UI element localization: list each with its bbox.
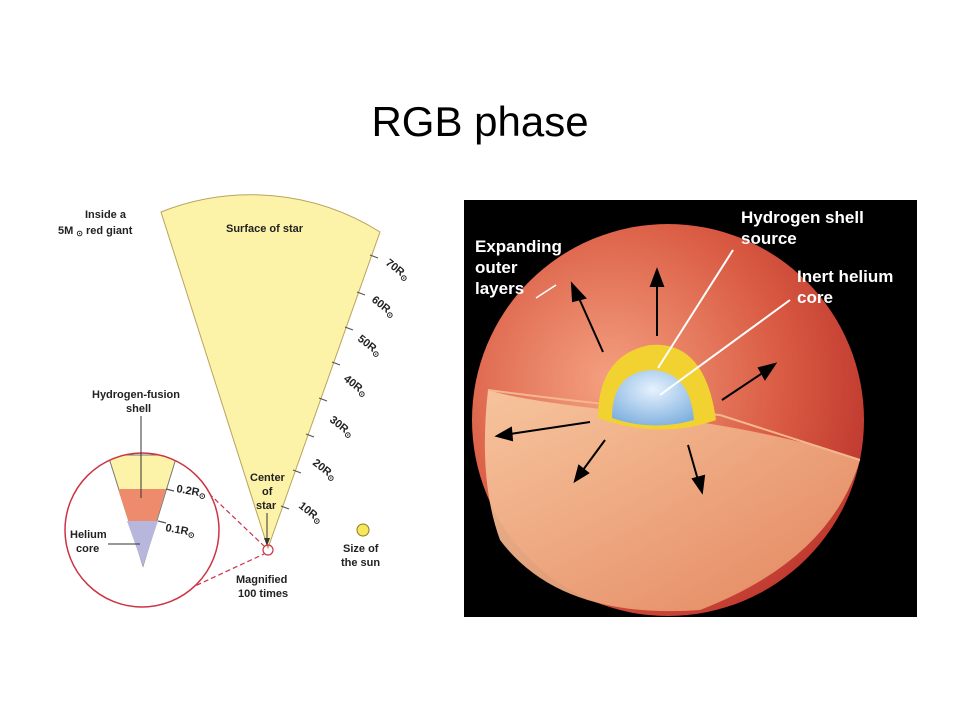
red-giant-cutaway: Hydrogen shell source Expanding outer la…	[464, 200, 917, 617]
helium-label-1: Helium	[70, 529, 107, 541]
expanding-label-3: layers	[475, 279, 524, 298]
slide-title: RGB phase	[371, 98, 589, 145]
red-giant-cross-section: Surface of star 70R⊙ 60R⊙ 50R⊙ 40R⊙ 30R⊙	[58, 194, 412, 608]
center-label-1: Center	[250, 472, 286, 484]
center-arrowhead	[264, 538, 270, 546]
magnified-line2: 100 times	[238, 588, 288, 600]
inset-label: 0.1R⊙	[164, 522, 196, 540]
radius-label: 70R⊙	[383, 257, 412, 284]
inert-label-1: Inert helium	[797, 267, 893, 286]
dashed-connector	[181, 553, 265, 593]
inert-label-2: core	[797, 288, 833, 307]
radius-label: 60R⊙	[369, 294, 398, 321]
hshell-leader	[657, 249, 734, 369]
inset-wedge	[65, 453, 219, 607]
radius-label: 20R⊙	[310, 457, 339, 484]
surface-label: Surface of star	[226, 223, 304, 235]
center-label-2: of	[262, 486, 273, 498]
radius-label: 40R⊙	[341, 373, 370, 400]
helium-core	[612, 370, 694, 426]
expanding-label-2: outer	[475, 258, 518, 277]
cutaway-face	[484, 390, 860, 612]
center-label-3: star	[256, 500, 277, 512]
magnified-line1: Magnified	[236, 574, 287, 586]
sun-label-1: Size of	[343, 543, 379, 555]
radius-label: 10R⊙	[296, 500, 325, 527]
hfusion-label-2: shell	[126, 403, 151, 415]
radius-ticks	[280, 254, 379, 510]
inset-label: 0.2R⊙	[175, 483, 207, 501]
expansion-arrows	[494, 267, 778, 495]
inset-circle	[64, 452, 220, 608]
helium-label-2: core	[76, 543, 99, 555]
star-wedge	[160, 194, 381, 550]
sun-label-2: the sun	[341, 557, 380, 569]
hshell-label-2: source	[741, 229, 797, 248]
expanding-leader	[535, 284, 557, 299]
magnify-marker	[262, 544, 274, 556]
hshell-label-1: Hydrogen shell	[741, 208, 864, 227]
hfusion-label-1: Hydrogen-fusion	[92, 389, 180, 401]
expanding-label-1: Expanding	[475, 237, 562, 256]
inert-leader	[659, 299, 791, 396]
caption-line2: 5M⊙red giant	[58, 225, 133, 238]
sun-dot	[356, 523, 370, 537]
radius-label: 50R⊙	[355, 333, 384, 360]
caption-line1: Inside a	[85, 209, 127, 221]
radius-label: 30R⊙	[327, 414, 356, 441]
